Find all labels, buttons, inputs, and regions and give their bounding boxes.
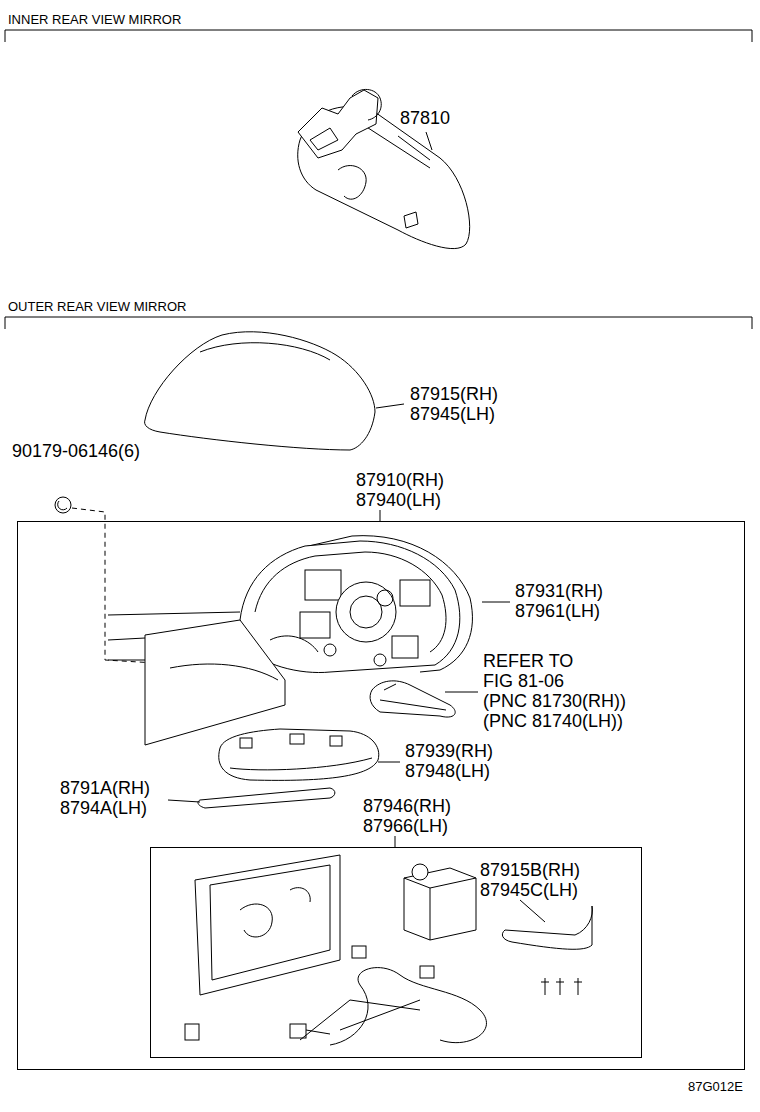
illustration-stroke — [420, 966, 434, 978]
callout-number: 87931(RH) — [515, 581, 603, 601]
callout-number: FIG 81-06 — [483, 671, 564, 691]
illustration-stroke — [255, 552, 446, 652]
illustration-stroke — [404, 878, 476, 940]
illustration-stroke — [195, 855, 340, 995]
callout-number: 8794A(LH) — [60, 798, 147, 818]
illustration-stroke — [290, 1024, 306, 1038]
sub-assembly-parts — [185, 855, 592, 1045]
section-bracket — [5, 30, 752, 329]
callout-number: (PNC 81730(RH)) — [483, 691, 626, 711]
illustration-stroke — [336, 582, 396, 642]
illustration-stroke — [404, 868, 476, 940]
illustration-stroke — [290, 734, 304, 744]
illustration-stroke — [240, 738, 252, 748]
illustration-stroke — [502, 906, 592, 949]
callout-number: 87915B(RH) — [480, 860, 580, 880]
illustration-stroke — [376, 404, 404, 408]
inner-mirror — [298, 89, 470, 248]
assembly-part-number: 87910(RH) 87940(LH) — [354, 470, 446, 510]
illustration-stroke — [240, 888, 310, 937]
illustration-stroke — [426, 132, 432, 150]
illustration-stroke — [198, 788, 335, 808]
illustration-stroke — [378, 762, 400, 763]
callout-number: (PNC 81740(LH)) — [483, 711, 623, 731]
illustration-stroke — [305, 570, 341, 600]
illustration-stroke — [395, 836, 396, 847]
callout-number: 87915(RH) — [410, 384, 498, 404]
illustration-stroke — [300, 968, 486, 1045]
illustration-stroke — [185, 1024, 199, 1040]
illustration-stroke — [145, 620, 285, 745]
illustration-stroke — [330, 736, 342, 746]
illustration-stroke — [270, 636, 318, 652]
callout-number: 8791A(RH) — [60, 778, 150, 798]
illustration-stroke — [338, 166, 366, 200]
illustration-stroke — [404, 212, 418, 228]
illustration-stroke — [352, 89, 381, 120]
illustration-stroke — [520, 900, 545, 922]
callout-number: 87939(RH) — [405, 741, 493, 761]
illustration-stroke — [324, 644, 336, 656]
leader-line — [168, 132, 545, 922]
assembly-part-number: 87946(RH) 87966(LH) — [361, 796, 453, 836]
callout-number: REFER TO — [483, 651, 573, 671]
illustration-stroke — [5, 30, 752, 42]
illustration-stroke — [398, 136, 430, 160]
turn-signal-lamp — [370, 681, 455, 717]
illustration-stroke — [200, 343, 330, 360]
callout-number: 87945(LH) — [410, 404, 495, 424]
illustration-stroke — [168, 800, 200, 802]
callout-number: 87948(LH) — [405, 761, 490, 781]
illustration-stroke — [541, 978, 582, 995]
illustration-stroke — [445, 692, 478, 693]
illustration-stroke — [482, 602, 510, 603]
illustration-stroke — [145, 332, 375, 450]
mirror-under-cover — [219, 729, 379, 780]
illustration-stroke — [58, 501, 67, 510]
illustration-stroke — [230, 758, 372, 770]
section-title: OUTER REAR VIEW MIRROR — [8, 299, 186, 314]
illustration-stroke — [370, 681, 455, 717]
illustration-stroke — [298, 90, 378, 158]
illustration-stroke — [412, 864, 428, 880]
illustration-stroke — [400, 580, 430, 606]
illustration-stroke — [374, 654, 386, 666]
illustration-stroke — [377, 590, 393, 606]
callout-number: 90179-06146(6) — [12, 441, 140, 461]
illustration-stroke — [541, 978, 582, 995]
illustration-stroke — [310, 128, 338, 150]
trim-strip — [198, 788, 335, 808]
illustration-stroke — [300, 612, 330, 638]
illustration-stroke — [380, 510, 381, 521]
callout-number: 87810 — [400, 108, 450, 128]
illustration-stroke — [55, 497, 71, 513]
illustration-stroke — [210, 865, 330, 980]
illustration-stroke — [5, 317, 752, 329]
callout-number: 87961(LH) — [515, 601, 600, 621]
callout-number: 87945C(LH) — [480, 880, 578, 900]
illustration-stroke — [380, 684, 446, 710]
mirror-cover — [145, 332, 375, 450]
illustration-stroke — [240, 541, 460, 673]
mirror-assembly — [108, 536, 472, 745]
illustration-stroke — [392, 636, 418, 658]
section-title: INNER REAR VIEW MIRROR — [8, 12, 181, 27]
illustration-stroke — [306, 1030, 330, 1034]
section-title: 87G012E — [688, 1079, 743, 1094]
illustration-stroke — [170, 664, 278, 680]
illustration-stroke — [219, 729, 379, 780]
illustration-stroke — [352, 946, 366, 958]
